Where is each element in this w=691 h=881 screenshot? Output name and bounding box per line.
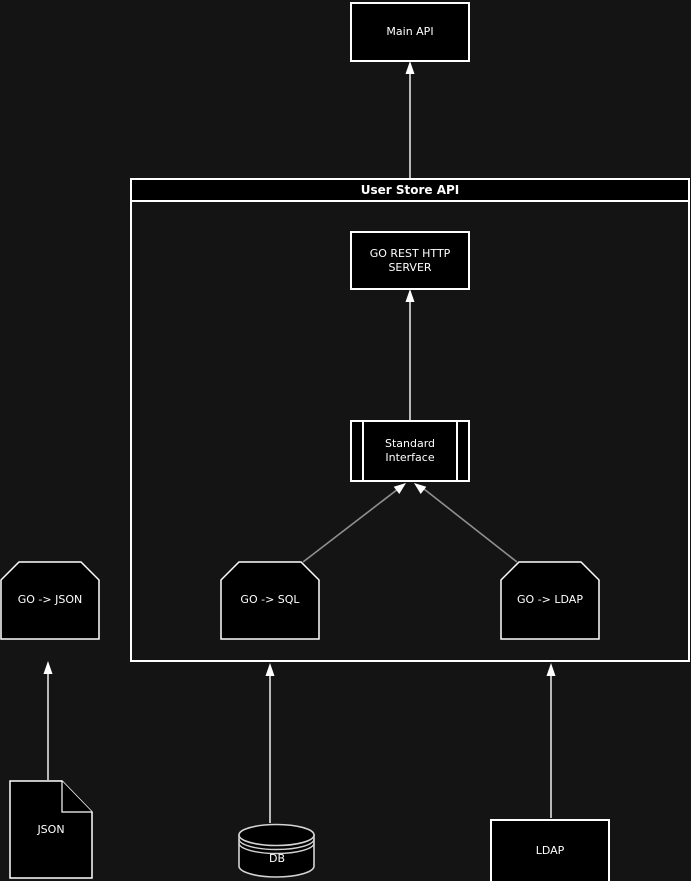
node-user-store-api-container: User Store API <box>130 178 690 662</box>
arrowhead-up-icon <box>405 61 415 74</box>
arrowhead-diagonal-icon <box>393 483 406 494</box>
user-store-api-title: User Store API <box>360 183 460 197</box>
interface-side-bar-icon <box>362 422 364 480</box>
node-db-cylinder-body <box>238 834 315 878</box>
node-ldap: LDAP <box>490 819 610 881</box>
node-standard-interface: Standard Interface <box>350 420 470 482</box>
ldap-label: LDAP <box>535 844 565 857</box>
go-rest-server-label: GO REST HTTP SERVER <box>369 246 451 274</box>
node-db-cylinder-top <box>238 823 315 847</box>
standard-interface-label: Standard Interface <box>384 437 436 464</box>
arrowhead-diagonal-icon <box>414 483 427 494</box>
edge-go-sql-to-interface <box>302 488 399 563</box>
arrowhead-up-icon <box>43 661 53 674</box>
node-go-ldap-shape <box>500 561 600 640</box>
arrowhead-up-icon <box>265 663 275 676</box>
main-api-label: Main API <box>386 25 434 38</box>
node-go-json-shape <box>0 561 100 640</box>
node-go-sql-shape <box>220 561 320 640</box>
arrowhead-up-icon <box>546 663 556 676</box>
document-fold-icon <box>61 781 92 813</box>
db-ring-icon <box>238 842 315 855</box>
arrowhead-up-icon <box>405 289 415 302</box>
node-json-document-shape <box>9 780 93 879</box>
node-main-api: Main API <box>350 2 470 62</box>
interface-side-bar-icon <box>456 422 458 480</box>
edge-go-ldap-to-interface <box>423 488 518 563</box>
user-store-api-title-bar: User Store API <box>132 180 688 202</box>
db-ring-icon <box>238 838 315 851</box>
node-go-rest-http-server: GO REST HTTP SERVER <box>350 231 470 290</box>
